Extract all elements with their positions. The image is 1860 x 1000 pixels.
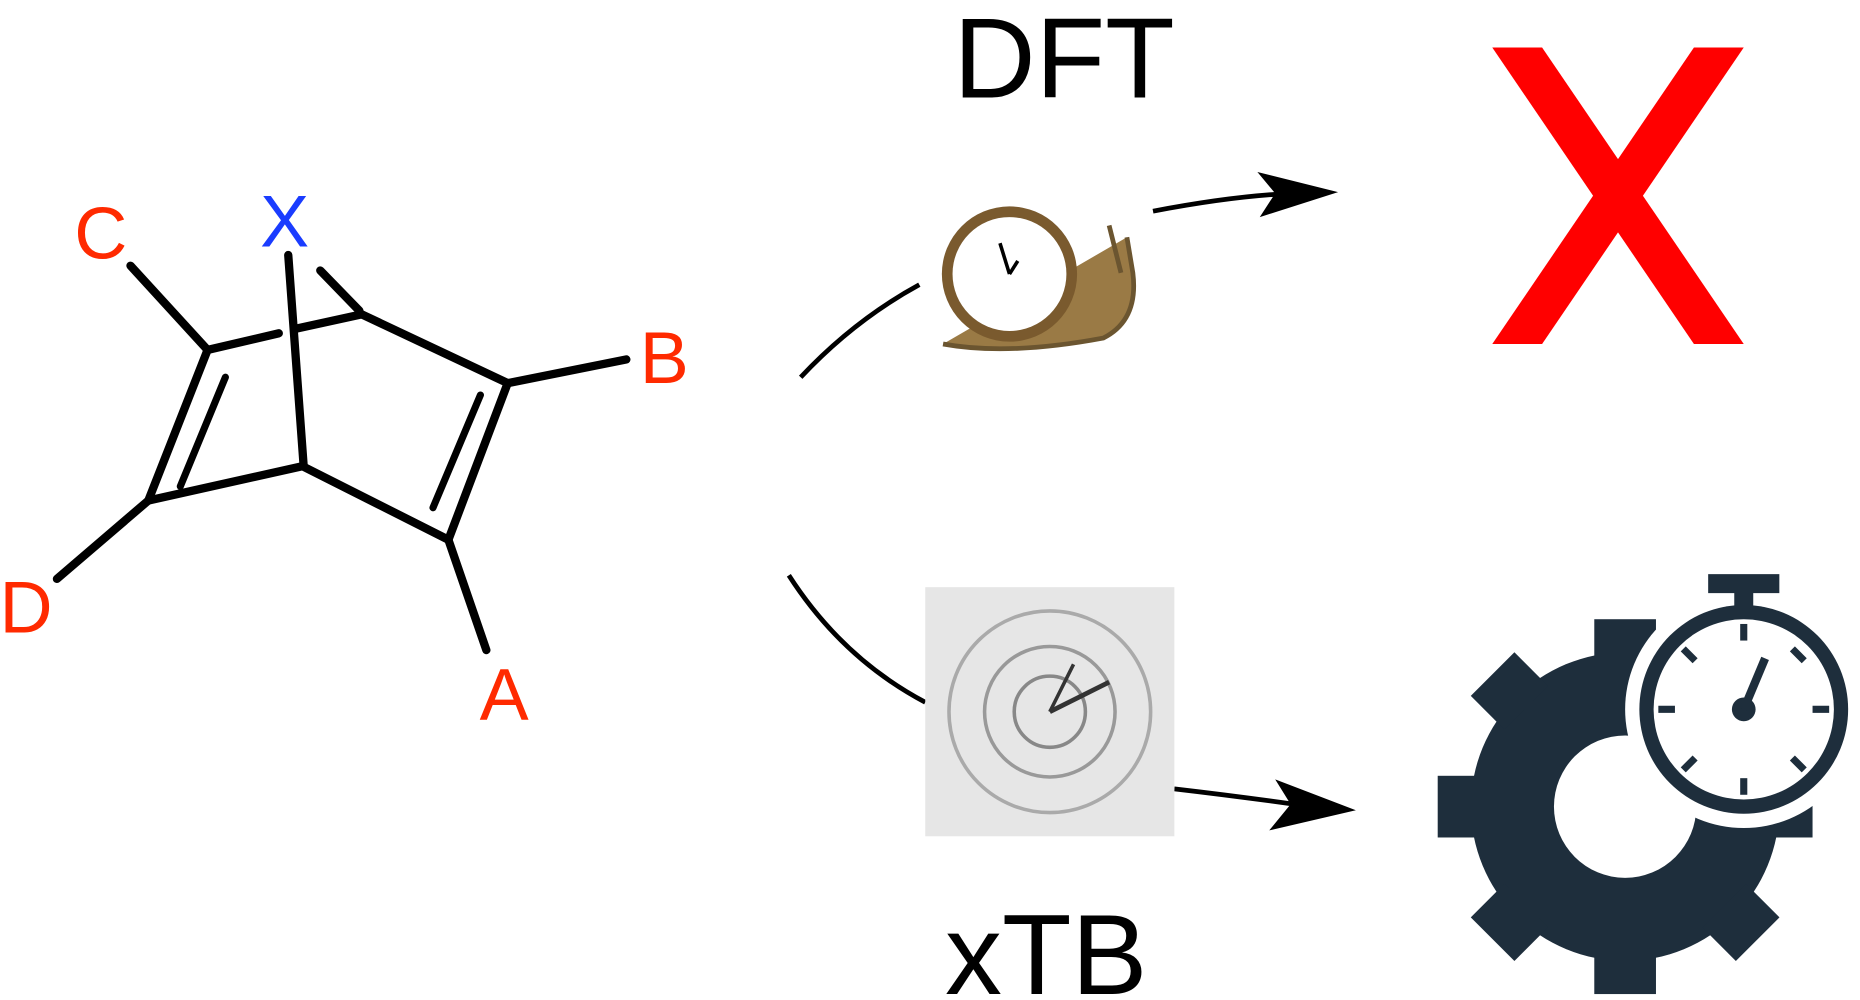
substituent-a-label: A (480, 653, 529, 736)
snail-clock-icon (941, 206, 1136, 352)
top-arrow (798, 172, 1339, 379)
substituent-c-label: C (74, 192, 127, 275)
red-x-icon (1492, 47, 1744, 345)
molecule-structure (52, 250, 631, 655)
substituent-d-label: D (0, 565, 53, 648)
spiral-clock-icon (925, 587, 1175, 837)
bottom-arrow (786, 574, 1356, 831)
bridge-x-label: X (260, 180, 309, 263)
substituent-b-label: B (640, 316, 689, 399)
xtb-label: xTB (945, 892, 1147, 1000)
gear-stopwatch-icon (1437, 574, 1860, 995)
dft-label: DFT (953, 0, 1174, 122)
